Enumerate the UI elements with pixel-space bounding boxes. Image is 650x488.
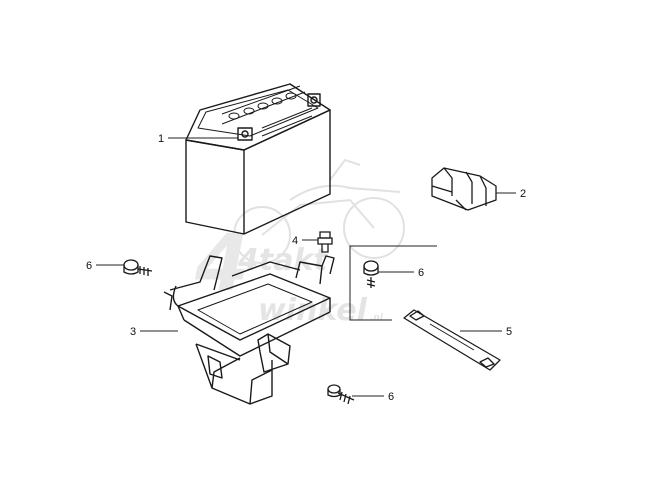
watermark-brand-a: 4takt: [237, 243, 329, 278]
battery-cell-caps: [221, 85, 306, 125]
watermark-brand-b: winkel: [258, 293, 368, 328]
terminal-cover: [431, 167, 497, 211]
battery: [185, 83, 331, 235]
callout-6a-label: 6: [86, 260, 92, 272]
callout-1-label: 1: [158, 133, 164, 145]
callout-6c-label: 6: [388, 391, 394, 403]
battery-terminal-negative: [237, 127, 253, 141]
bolt-6c: [327, 384, 355, 405]
callout-labels: 1 2 3 4 5 6 6 6: [86, 133, 526, 403]
callout-3-label: 3: [130, 326, 136, 338]
battery-band: [403, 309, 501, 371]
battery-box: [163, 255, 335, 405]
callout-2-label: 2: [520, 188, 526, 200]
bolt-6b: [363, 260, 379, 288]
battery-terminal-positive: [307, 93, 321, 107]
callouts: [96, 137, 516, 397]
watermark: 4 4takt winkel .nl: [194, 158, 405, 328]
callout-4-label: 4: [292, 235, 298, 247]
watermark-motorcycle: [233, 158, 405, 264]
callout-6b-label: 6: [418, 267, 424, 279]
group-bracket: [349, 245, 437, 321]
watermark-suffix: .nl: [370, 313, 384, 323]
bolt-6a: [123, 259, 153, 276]
callout-5-label: 5: [506, 326, 512, 338]
stud-bolt: [317, 231, 333, 253]
